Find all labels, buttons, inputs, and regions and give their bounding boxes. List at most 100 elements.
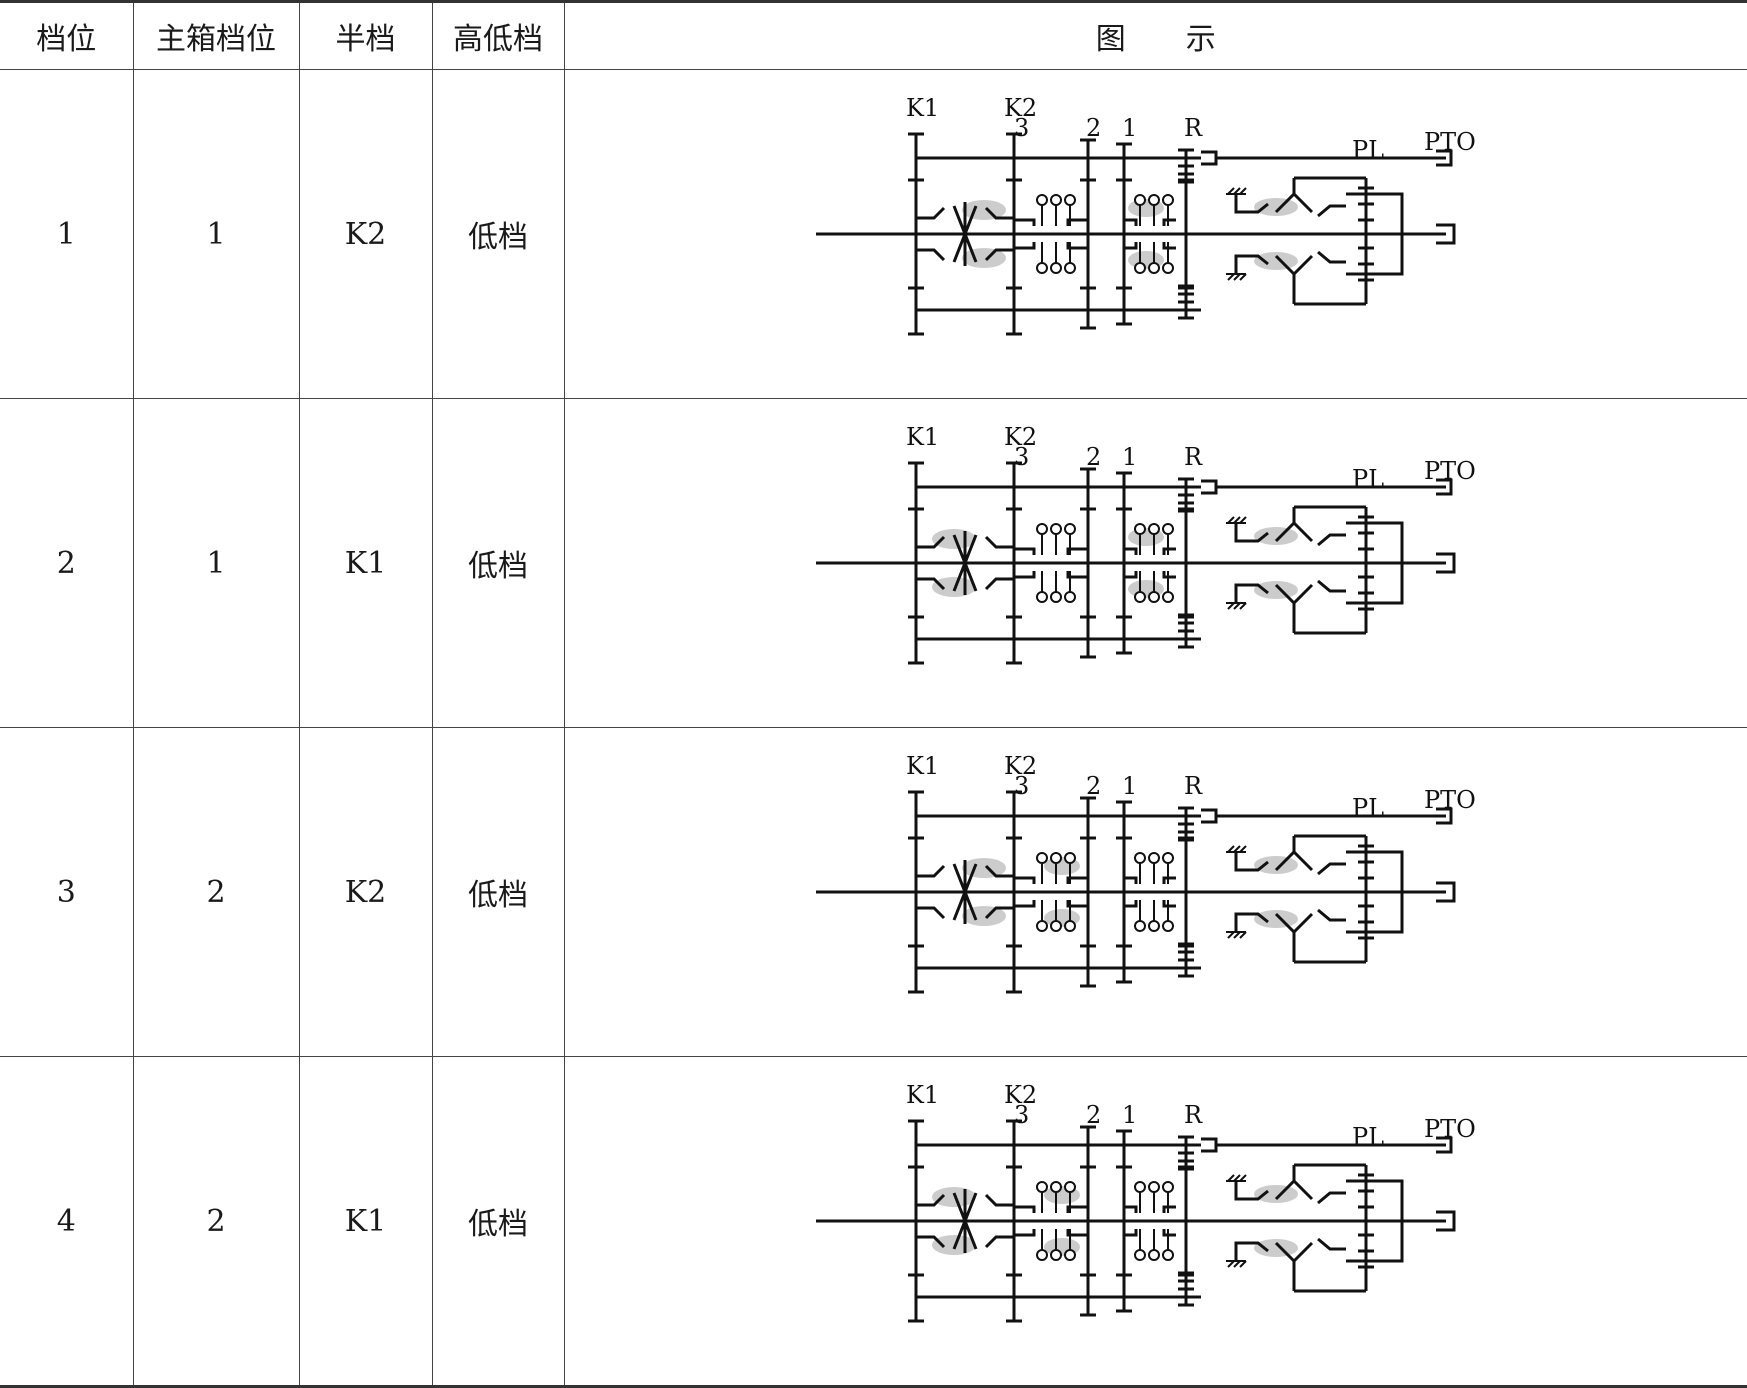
synchro-1r-upper (1164, 220, 1176, 226)
synchro-1r-lower (1124, 571, 1136, 577)
synchro-23-lower (1014, 571, 1034, 577)
synchro-ring (1149, 524, 1159, 534)
label-gear-2: 2 (1086, 1101, 1101, 1129)
cell-gear: 2 (0, 399, 133, 728)
label-gear-1: 1 (1122, 772, 1137, 800)
k2-cone-lower (986, 579, 1014, 593)
label-reverse: R (1184, 1101, 1203, 1129)
cell-main-box-gear: 1 (133, 70, 299, 399)
sun-cone-upper (1318, 864, 1346, 874)
label-gear-2: 2 (1086, 114, 1101, 142)
synchro-1r-upper (1124, 1207, 1136, 1213)
range-highlight (1254, 856, 1298, 874)
k2-cone-upper (986, 533, 1014, 547)
synchro-ring (1163, 195, 1173, 205)
synchro-ring (1051, 1250, 1061, 1260)
synchro-ring (1163, 1250, 1173, 1260)
range-highlight (1254, 910, 1298, 928)
label-gear-1: 1 (1122, 1101, 1137, 1129)
pto-coupling (1201, 1139, 1216, 1151)
cell-half-gear: K1 (299, 1057, 432, 1387)
k1-cone-lower (916, 908, 944, 922)
range-highlight (1254, 581, 1298, 599)
label-reverse: R (1184, 114, 1203, 142)
label-k1: K1 (906, 752, 939, 780)
synchro-ring (1037, 853, 1047, 863)
range-highlight (1254, 252, 1298, 270)
synchro-ring (1135, 263, 1145, 273)
synchro-ring (1037, 921, 1047, 931)
header-diagram-char-1: 图 (1096, 14, 1126, 58)
synchro-1r-lower (1124, 900, 1136, 906)
synchro-ring (1163, 524, 1173, 534)
synchro-ring (1051, 921, 1061, 931)
cell-range: 低档 (432, 399, 564, 728)
cell-gear: 1 (0, 70, 133, 399)
label-reverse: R (1184, 772, 1203, 800)
label-k1: K1 (906, 94, 939, 122)
synchro-ring (1135, 1250, 1145, 1260)
label-gear-3: 3 (1014, 114, 1029, 142)
synchro-1r-lower (1164, 1229, 1176, 1235)
synchro-23-upper (1014, 1207, 1034, 1213)
label-pl: PL (1352, 465, 1384, 493)
cell-range: 低档 (432, 728, 564, 1057)
sun-cone-lower (1318, 581, 1346, 591)
synchro-ring (1065, 263, 1075, 273)
label-k1: K1 (906, 1081, 939, 1109)
synchro-ring (1163, 1182, 1173, 1192)
pto-coupling (1201, 481, 1216, 493)
range-highlight (1254, 198, 1298, 216)
synchro-1r-lower (1164, 900, 1176, 906)
synchro-ring (1051, 592, 1061, 602)
synchro-1r-upper (1124, 220, 1136, 226)
sun-cone-upper (1318, 206, 1346, 216)
label-reverse: R (1184, 443, 1203, 471)
cell-gear: 4 (0, 1057, 133, 1387)
cell-half-gear: K1 (299, 399, 432, 728)
cell-half-gear: K2 (299, 728, 432, 1057)
synchro-ring (1135, 921, 1145, 931)
sun-cone-lower (1318, 910, 1346, 920)
synchro-1r-lower (1124, 1229, 1136, 1235)
synchro-23-lower (1014, 900, 1034, 906)
range-highlight (1254, 1185, 1298, 1203)
header-range: 高低档 (432, 2, 564, 70)
synchro-23-upper (1014, 220, 1034, 226)
synchro-ring (1051, 195, 1061, 205)
synchro-ring (1037, 195, 1047, 205)
synchro-ring (1163, 853, 1173, 863)
range-highlight (1254, 527, 1298, 545)
synchro-ring (1135, 853, 1145, 863)
sun-cone-lower (1318, 1239, 1346, 1249)
header-half-gear: 半档 (299, 2, 432, 70)
synchro-ring (1149, 1250, 1159, 1260)
synchro-1r-lower (1164, 571, 1176, 577)
synchro-ring (1135, 195, 1145, 205)
synchro-23-lower (1014, 1229, 1034, 1235)
synchro-ring (1051, 853, 1061, 863)
synchro-ring (1135, 1182, 1145, 1192)
synchro-ring (1163, 263, 1173, 273)
synchro-ring (1065, 1250, 1075, 1260)
label-gear-3: 3 (1014, 443, 1029, 471)
synchro-ring (1163, 592, 1173, 602)
synchro-ring (1051, 1182, 1061, 1192)
synchro-ring (1037, 1250, 1047, 1260)
synchro-1r-upper (1164, 878, 1176, 884)
synchro-ring (1051, 524, 1061, 534)
label-k1: K1 (906, 423, 939, 451)
synchro-ring (1037, 1182, 1047, 1192)
